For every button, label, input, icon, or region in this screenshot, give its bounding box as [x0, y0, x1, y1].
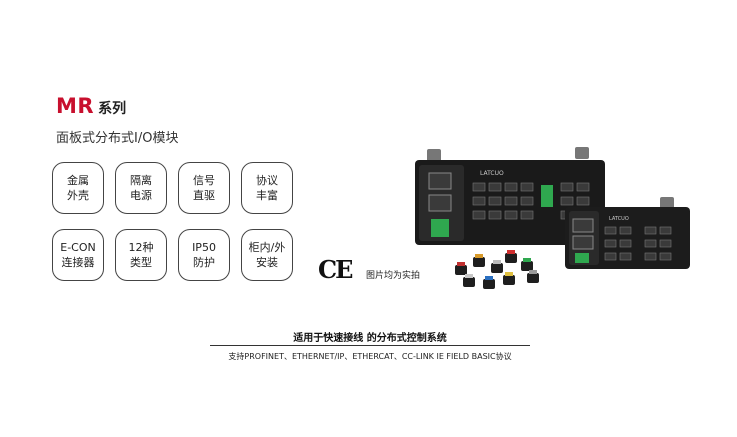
feature-protocols: 协议 丰富 [241, 162, 293, 214]
terminal-block [541, 185, 553, 207]
mount-tab [660, 197, 674, 209]
feature-metal-housing: 金属 外壳 [52, 162, 104, 214]
ethernet-port [572, 218, 594, 233]
module-brand-label: LATCUO [480, 170, 504, 177]
photo-note: 图片均为实拍 [366, 271, 421, 281]
ethernet-port [428, 172, 452, 190]
page-subtitle: 面板式分布式I/O模块 [56, 131, 179, 146]
feature-direct-signal: 信号 直驱 [178, 162, 230, 214]
feature-isolated-power: 隔离 电源 [115, 162, 167, 214]
ethernet-port [572, 235, 594, 250]
banner-protocols: 支持PROFINET、ETHERNET/IP、ETHERCAT、CC-LINK … [228, 352, 512, 361]
ethernet-port [428, 194, 452, 212]
feature-econ-connector: E-CON 连接器 [52, 229, 104, 281]
ce-certification-mark: CE [318, 255, 353, 284]
product-photo: LATCUO LATCUO [415, 147, 690, 289]
banner-divider [210, 345, 530, 346]
connector-caps [455, 250, 539, 289]
econ-connectors [604, 226, 672, 261]
terminal-block [431, 219, 449, 237]
feature-types: 12种 类型 [115, 229, 167, 281]
banner-title: 适用于快速接线 的分布式控制系统 [293, 333, 447, 344]
terminal-block [575, 253, 589, 263]
series-label: 系列 [98, 101, 127, 117]
module-brand-label: LATCUO [609, 216, 629, 222]
feature-ip50: IP50 防护 [178, 229, 230, 281]
mount-tab [575, 147, 589, 159]
feature-install: 柜内/外 安装 [241, 229, 293, 281]
mount-tab [427, 149, 441, 163]
brand-name: MR [56, 94, 95, 118]
